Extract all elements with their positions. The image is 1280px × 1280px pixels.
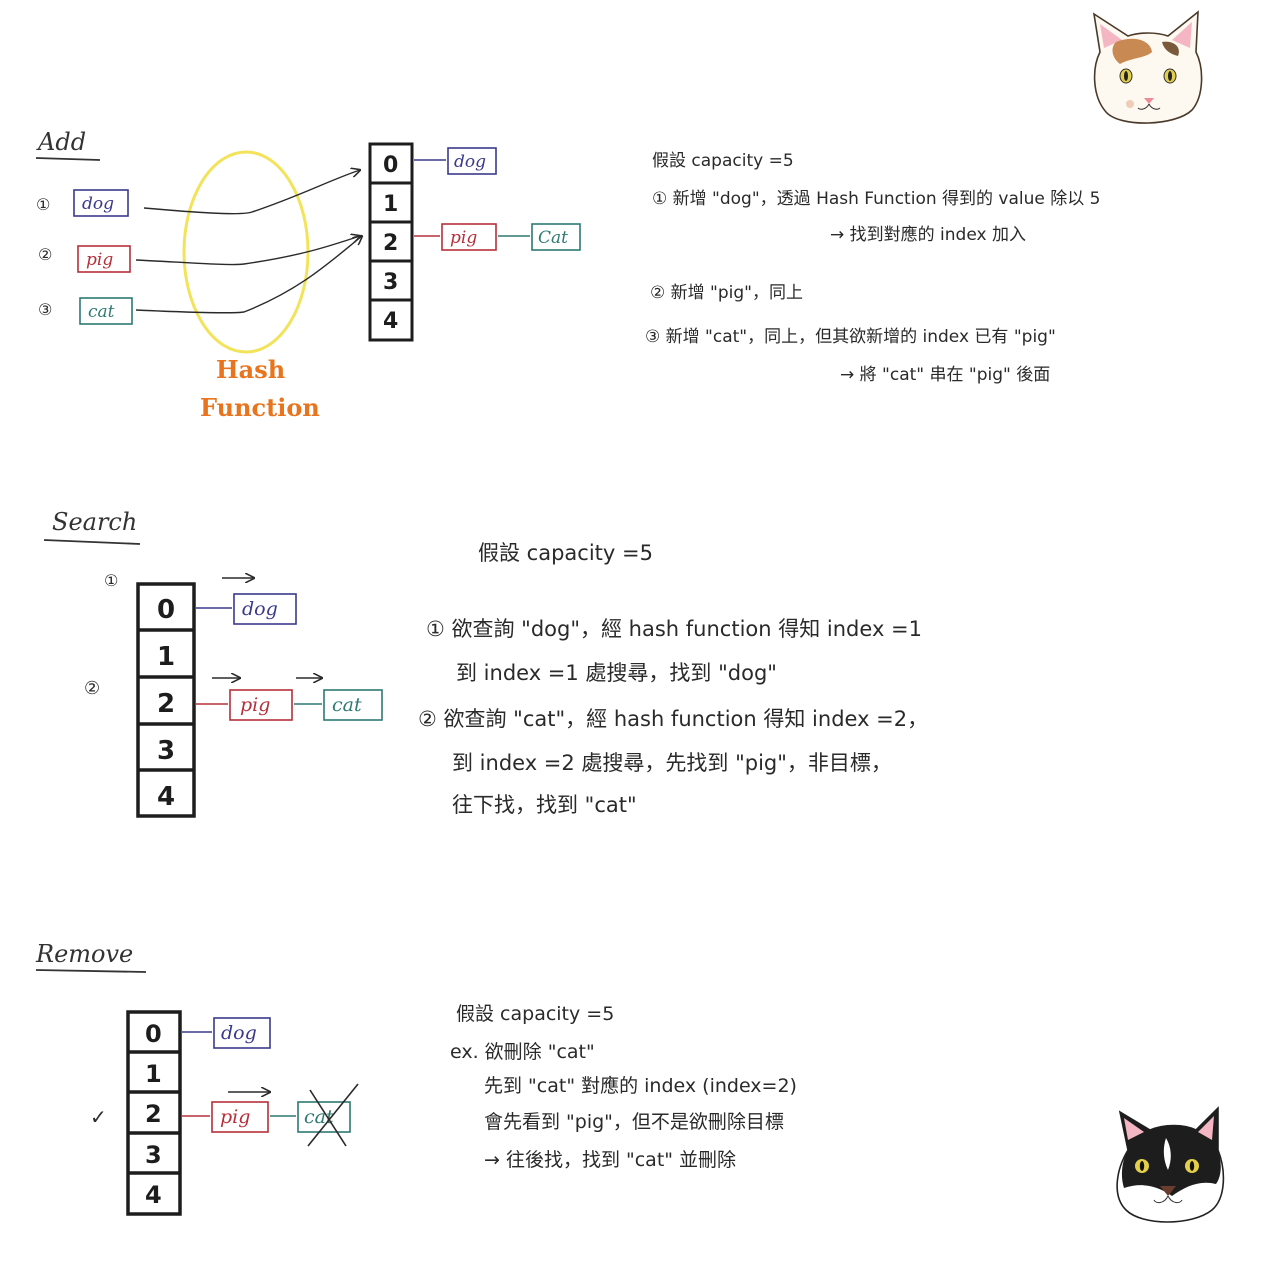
- tuxedo-cat-face-icon: [1116, 1106, 1225, 1223]
- marker-1: ①: [36, 195, 50, 214]
- search-index-4: 4: [157, 782, 175, 812]
- search-note-3: ② 欲查詢 "cat"，經 hash function 得知 index =2，: [418, 707, 928, 731]
- remove-chain-dog: dog: [221, 1022, 257, 1044]
- cat-label: cat: [88, 302, 115, 322]
- add-note-4: ③ 新增 "cat"，同上，但其欲新增的 index 已有 "pig": [645, 327, 1056, 347]
- add-heading: Add: [36, 128, 86, 156]
- remove-note-3: 會先看到 "pig"，但不是欲刪除目標: [484, 1111, 784, 1133]
- marker-2: ②: [38, 245, 52, 264]
- hash-label-1: Hash: [216, 355, 285, 384]
- remove-notes: 假設 capacity =5 ex. 欲刪除 "cat" 先到 "cat" 對應…: [450, 1003, 797, 1171]
- hash-function-ellipse: [182, 150, 310, 354]
- remove-chain-pig: pig: [220, 1106, 250, 1128]
- search-note-5: 往下找，找到 "cat": [452, 793, 637, 817]
- remove-index-0: 0: [145, 1020, 162, 1048]
- add-section: Add ① dog ② pig ③ cat Hash Function: [35, 128, 1100, 422]
- add-note-5: → 將 "cat" 串在 "pig" 後面: [840, 365, 1050, 385]
- add-notes: 假設 capacity =5 ① 新增 "dog"，透過 Hash Functi…: [645, 151, 1100, 385]
- calico-cat-face-icon: [1092, 10, 1203, 124]
- search-notes: 假設 capacity =5 ① 欲查詢 "dog"，經 hash functi…: [418, 541, 928, 817]
- search-chain-pig: pig: [240, 694, 270, 716]
- search-chain-cat: cat: [332, 694, 362, 716]
- search-chain-dog: dog: [242, 598, 278, 620]
- remove-index-1: 1: [145, 1060, 162, 1088]
- dog-label: dog: [82, 194, 114, 214]
- remove-index-3: 3: [145, 1141, 162, 1169]
- search-marker-2: ②: [84, 678, 100, 699]
- add-item-pig: ② pig: [38, 245, 131, 273]
- search-marker-1: ①: [104, 571, 118, 590]
- delete-cross-line: [307, 1083, 359, 1147]
- search-note-0: 假設 capacity =5: [478, 541, 653, 565]
- add-note-3: ② 新增 "pig"，同上: [650, 283, 803, 303]
- add-item-cat: ③ cat: [38, 297, 133, 325]
- remove-note-0: 假設 capacity =5: [456, 1003, 614, 1025]
- search-index-2: 2: [157, 689, 175, 719]
- add-item-dog: ① dog: [36, 189, 129, 217]
- search-heading: Search: [52, 508, 137, 536]
- remove-check-mark: ✓: [90, 1105, 107, 1129]
- remove-index-4: 4: [145, 1181, 162, 1209]
- remove-note-4: → 往後找，找到 "cat" 並刪除: [484, 1149, 736, 1171]
- add-index-1: 1: [383, 192, 398, 217]
- add-index-4: 4: [383, 309, 398, 334]
- search-note-1: ① 欲查詢 "dog"，經 hash function 得知 index =1: [426, 617, 922, 641]
- delete-cross-line: [309, 1089, 347, 1147]
- remove-chain-cat: cat: [304, 1106, 334, 1128]
- add-index-2: 2: [383, 231, 398, 256]
- remove-hash-table: 0 1 2 3 4: [126, 1010, 182, 1216]
- search-note-4: 到 index =2 處搜尋，先找到 "pig"，非目標，: [452, 751, 892, 775]
- remove-note-2: 先到 "cat" 對應的 index (index=2): [484, 1074, 797, 1097]
- hash-label-2: Function: [200, 393, 320, 422]
- add-note-0: 假設 capacity =5: [652, 151, 794, 171]
- search-note-2: 到 index =1 處搜尋，找到 "dog": [456, 661, 777, 685]
- remove-heading: Remove: [35, 940, 133, 968]
- search-hash-table: 0 1 2 3 4: [136, 582, 196, 818]
- search-index-1: 1: [157, 642, 175, 672]
- add-chain-pig: pig: [450, 228, 477, 248]
- remove-section: Remove ✓ 0 1 2 3 4 dog pig cat 假設 cap: [35, 940, 797, 1216]
- add-index-0: 0: [383, 153, 398, 178]
- add-chain-dog: dog: [454, 152, 486, 172]
- remove-note-1: ex. 欲刪除 "cat": [450, 1041, 595, 1063]
- add-index-3: 3: [383, 270, 398, 295]
- search-index-3: 3: [157, 736, 175, 766]
- add-note-2: → 找到對應的 index 加入: [830, 224, 1026, 245]
- search-section: Search ① ② 0 1 2 3 4 dog pig cat: [43, 508, 928, 818]
- add-hash-table: 0 1 2 3 4: [368, 142, 414, 342]
- search-index-0: 0: [157, 595, 175, 625]
- add-note-1: ① 新增 "dog"，透過 Hash Function 得到的 value 除以…: [652, 189, 1100, 209]
- add-chain-cat: Cat: [538, 228, 568, 248]
- remove-index-2: 2: [145, 1100, 162, 1128]
- marker-3: ③: [38, 300, 52, 319]
- pig-label: pig: [86, 250, 113, 270]
